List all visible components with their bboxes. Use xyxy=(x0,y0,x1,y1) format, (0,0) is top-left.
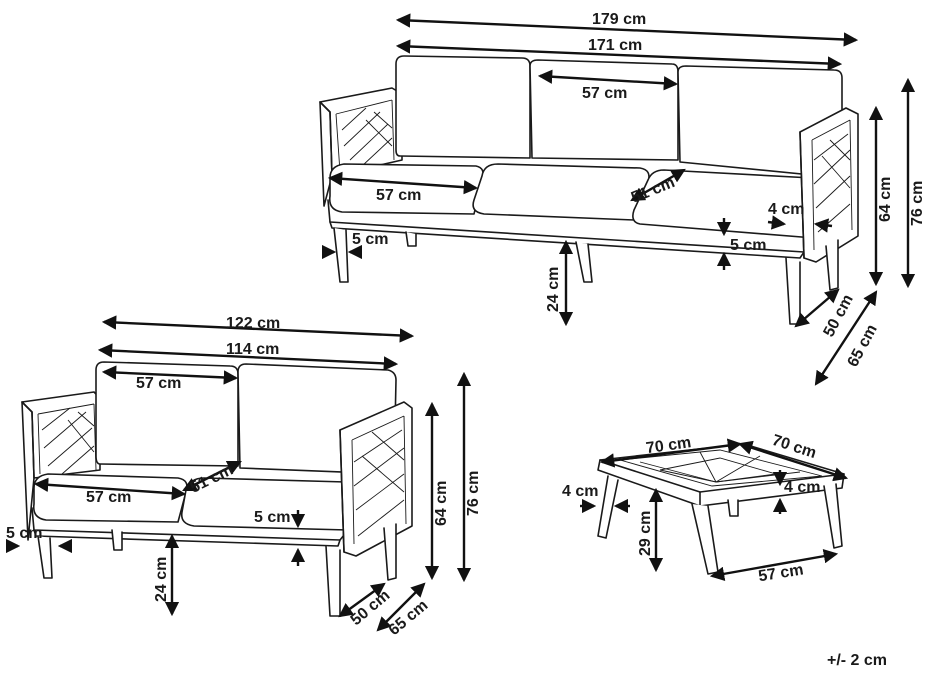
table-top-thickness-label: 4 cm xyxy=(784,479,820,496)
sofa3-leg-thickness-label: 5 cm xyxy=(352,231,388,248)
sofa3-cushion-width-label: 57 cm xyxy=(582,85,627,102)
table-width-label: 70 cm xyxy=(645,434,692,457)
table-leg-thickness-label: 4 cm xyxy=(562,483,598,500)
sofa2-seat-width-label: 57 cm xyxy=(86,489,131,506)
tolerance-note: +/- 2 cm xyxy=(826,652,887,669)
sofa3-arm-thickness-label: 4 cm xyxy=(768,201,804,218)
sofa2-seat-height-label: 24 cm xyxy=(153,557,170,602)
sofa3-arm-height-label: 64 cm xyxy=(877,177,894,222)
sofa3-total-depth-label: 65 cm xyxy=(845,322,881,370)
sofa2-cushion-width-label: 57 cm xyxy=(136,375,181,392)
sofa3-seat-thickness-label: 5 cm xyxy=(730,237,766,254)
sofa2-seat-thickness-label: 5 cm xyxy=(254,509,290,526)
two-seat-sofa xyxy=(21,361,413,617)
sofa2-width-outer-label: 122 cm xyxy=(226,315,280,332)
sofa2-total-depth-label: 65 cm xyxy=(386,597,432,639)
sofa2-arm-height-label: 64 cm xyxy=(433,481,450,526)
sofa2-total-height-label: 76 cm xyxy=(465,471,482,516)
sofa3-seat-height-label: 24 cm xyxy=(545,267,562,312)
sofa3-width-outer-label: 179 cm xyxy=(592,11,646,28)
sofa3-width-inner-label: 171 cm xyxy=(588,37,642,54)
table-height-label: 29 cm xyxy=(637,511,654,556)
sofa3-seat-width-label: 57 cm xyxy=(376,187,421,204)
coffee-table xyxy=(597,443,845,575)
sofa3-total-height-label: 76 cm xyxy=(909,181,926,226)
sofa2-leg-thickness-label: 5 cm xyxy=(6,525,42,542)
table-base-width-label: 57 cm xyxy=(757,561,804,585)
sofa2-width-inner-label: 114 cm xyxy=(226,341,279,358)
